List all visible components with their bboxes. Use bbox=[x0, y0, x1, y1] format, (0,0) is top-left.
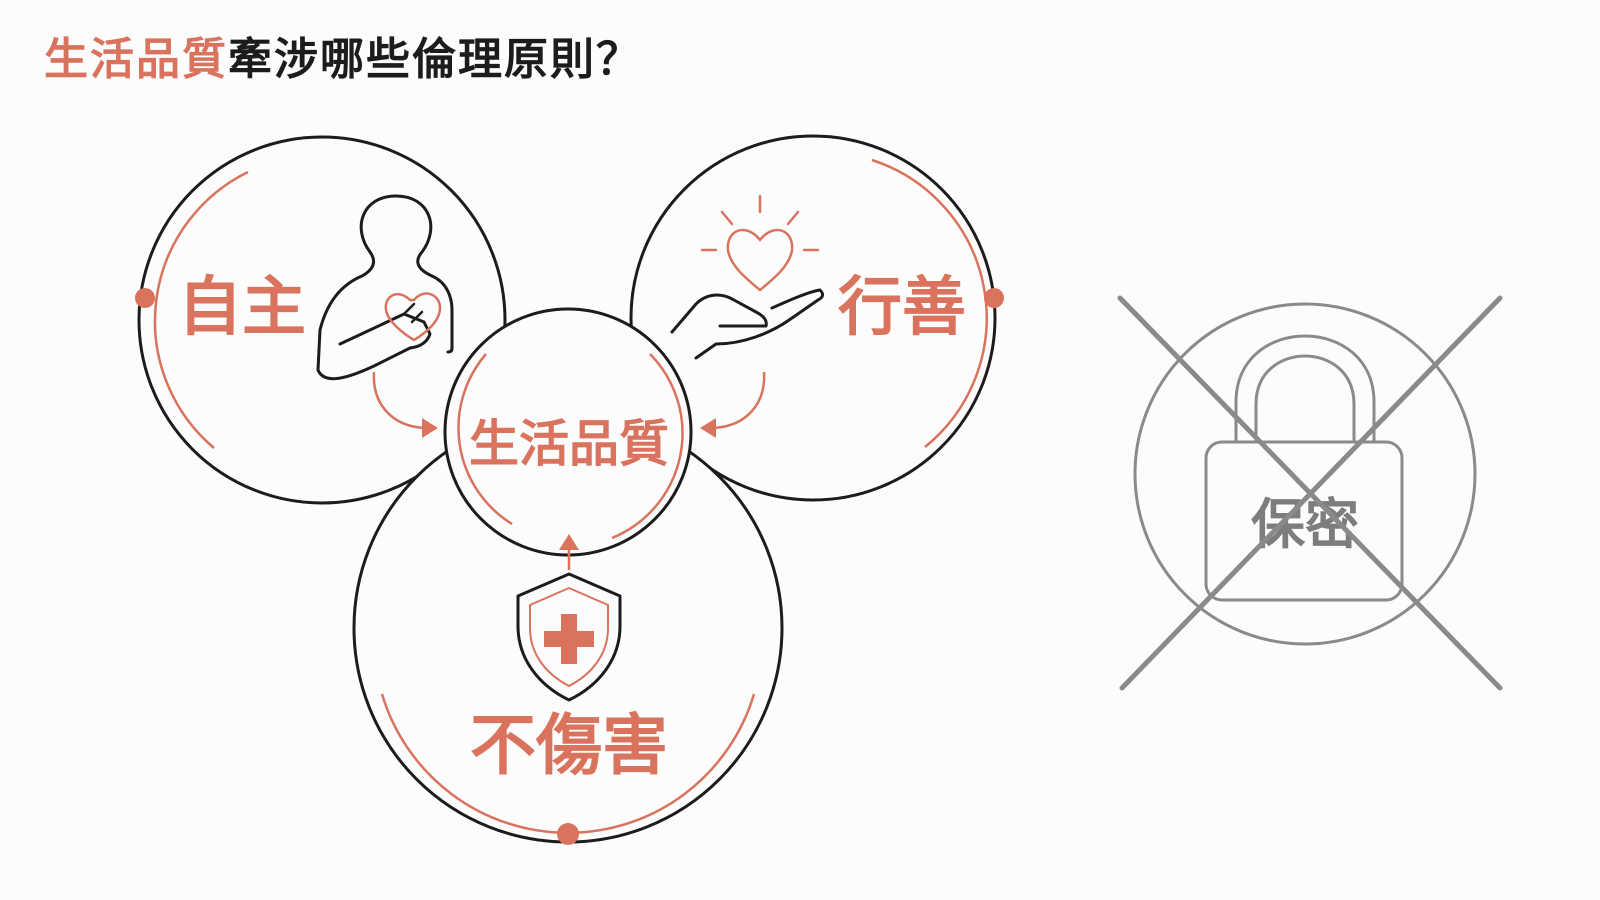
cross-out-mark bbox=[1117, 295, 1503, 691]
person-hand-on-heart-icon bbox=[316, 194, 454, 381]
title-accent: 生活品質 bbox=[44, 34, 228, 85]
hand-offering-heart-icon bbox=[670, 194, 825, 360]
beneficence-label: 行善 bbox=[838, 271, 966, 345]
nonmaleficence-label: 不傷害 bbox=[470, 707, 668, 784]
arrow-nonmaleficence-to-center bbox=[559, 534, 579, 570]
center-label: 生活品質 bbox=[469, 415, 669, 473]
padlock-icon bbox=[1204, 334, 1404, 602]
autonomy-node bbox=[135, 288, 155, 308]
shield-cross-icon bbox=[516, 572, 622, 702]
beneficence-circle bbox=[629, 134, 1004, 502]
beneficence-node bbox=[984, 288, 1004, 308]
nonmaleficence-node bbox=[557, 823, 579, 845]
excluded-confidentiality: 保密 bbox=[1117, 295, 1503, 691]
page-title: 生活品質牽涉哪些倫理原則？ bbox=[44, 34, 642, 87]
center-circle bbox=[443, 307, 693, 557]
arrow-autonomy-to-center bbox=[372, 371, 438, 438]
autonomy-label: 自主 bbox=[178, 271, 306, 345]
title-rest: 牽涉哪些倫理原則？ bbox=[228, 34, 642, 85]
arrow-beneficence-to-center bbox=[700, 371, 766, 438]
